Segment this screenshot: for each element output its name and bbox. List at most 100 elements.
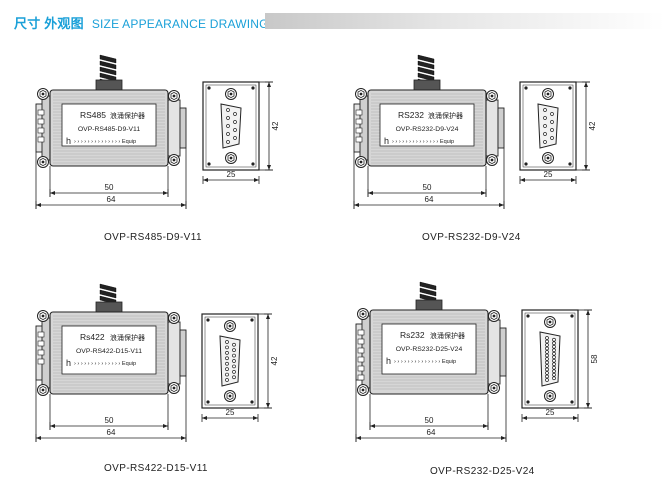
dimension-arrowhead bbox=[571, 178, 576, 182]
d-sub-pin bbox=[225, 367, 229, 371]
d-sub-pin bbox=[545, 339, 549, 344]
connector-corner-dot bbox=[251, 86, 255, 90]
right-connector-flange bbox=[485, 90, 505, 166]
dimension-arrowhead bbox=[520, 178, 525, 182]
d-sub-pin bbox=[552, 348, 556, 353]
flange-plate bbox=[487, 319, 501, 385]
dimension-arrowhead bbox=[501, 436, 506, 440]
d-sub-pin bbox=[552, 362, 556, 367]
dimension-arrowhead bbox=[266, 403, 270, 408]
d-sub-pin bbox=[552, 355, 556, 360]
d-sub-pin bbox=[543, 116, 547, 120]
connector-corner-dot bbox=[251, 162, 255, 166]
d-sub-pin bbox=[543, 124, 547, 128]
connector-screw bbox=[357, 384, 369, 396]
d-sub-pin bbox=[232, 353, 236, 358]
dimension-inner: 50 bbox=[369, 416, 489, 430]
flange-plate bbox=[167, 321, 181, 385]
label-arrow-text: › › › › › › › › › › › › › › Equip bbox=[74, 139, 136, 145]
d-sub-pin bbox=[225, 361, 229, 366]
d-sub-shell bbox=[537, 103, 559, 149]
label-cn: 浪涌保护器 bbox=[428, 111, 463, 120]
d-sub-pin bbox=[552, 372, 556, 377]
connector-screw bbox=[168, 312, 180, 324]
label-cn: 浪涌保护器 bbox=[430, 331, 465, 340]
connector-corner-dot bbox=[207, 86, 211, 90]
label-arrow-text: › › › › › › › › › › › › › › Equip bbox=[394, 359, 456, 365]
right-connector-flange bbox=[167, 312, 187, 394]
connector-frame-inner bbox=[204, 316, 256, 406]
d-sub-pin bbox=[226, 108, 230, 112]
screw-center bbox=[228, 324, 232, 328]
dimension-connector-width: 25 bbox=[201, 408, 259, 422]
connector-screw bbox=[224, 320, 236, 332]
dimension-arrowhead bbox=[354, 203, 359, 207]
d-sub-pin bbox=[545, 364, 549, 368]
flange-pin bbox=[37, 331, 45, 338]
dimension-arrowhead bbox=[481, 191, 486, 195]
flange-pin bbox=[357, 329, 365, 336]
label-model: OVP-RS485-D9-V11 bbox=[78, 126, 140, 133]
dimension-outer-label: 64 bbox=[427, 428, 436, 437]
dimension-outer: 64 bbox=[35, 195, 187, 209]
dimension-connector-height: 42 bbox=[265, 81, 280, 171]
screw-center bbox=[228, 394, 232, 398]
dimension-inner-label: 50 bbox=[425, 416, 434, 425]
label-model: OVP-RS232-D9-V24 bbox=[396, 126, 459, 133]
d-sub-pin bbox=[226, 132, 230, 136]
flange-plate bbox=[167, 99, 181, 157]
flange-pin bbox=[357, 365, 365, 372]
label-panel bbox=[379, 103, 475, 147]
dimension-arrowhead bbox=[181, 203, 186, 207]
d-sub-pin bbox=[545, 336, 549, 340]
connector-frame-inner bbox=[524, 312, 576, 406]
connector-corner-dot bbox=[570, 314, 574, 318]
d-sub-pin bbox=[545, 346, 549, 351]
dimension-arrowhead bbox=[36, 203, 41, 207]
d-sub-pin bbox=[545, 367, 549, 372]
dimension-arrowhead bbox=[370, 424, 375, 428]
connector-screw bbox=[488, 382, 500, 394]
connector-corner-dot bbox=[526, 400, 530, 404]
d-sub-pin bbox=[552, 337, 556, 342]
cable-icon bbox=[95, 283, 123, 317]
label-arrow-text: › › › › › › › › › › › › › › Equip bbox=[74, 361, 136, 367]
screw-center bbox=[548, 320, 552, 324]
cable-strand bbox=[99, 54, 117, 64]
dimension-outer: 64 bbox=[355, 428, 507, 442]
screw-center bbox=[548, 394, 552, 398]
dimension-inner: 50 bbox=[49, 183, 169, 197]
d-sub-pin bbox=[552, 376, 556, 381]
cable-strand bbox=[99, 289, 117, 299]
cable-strand bbox=[417, 54, 435, 64]
connector-screw bbox=[544, 316, 556, 328]
flange-shell bbox=[499, 327, 507, 377]
dimension-arrowhead bbox=[163, 424, 168, 428]
screw-center bbox=[41, 92, 45, 96]
connector-screw bbox=[168, 382, 180, 394]
d-sub-pin bbox=[552, 341, 556, 346]
connector-screw bbox=[224, 390, 236, 402]
connector-screw bbox=[486, 90, 498, 102]
label-model: OVP-RS422-D15-V11 bbox=[76, 348, 142, 355]
flange-pin bbox=[357, 356, 365, 363]
dimension-inner-label: 50 bbox=[423, 183, 432, 192]
connector-corner-dot bbox=[524, 86, 528, 90]
cable-strand bbox=[417, 60, 435, 70]
connector-corner-dot bbox=[568, 86, 572, 90]
connector-corner-dot bbox=[206, 318, 210, 322]
label-prefix: RS232 bbox=[398, 110, 424, 120]
dimension-arrowhead bbox=[181, 436, 186, 440]
dimension-connector-height-label: 58 bbox=[590, 354, 599, 363]
connector-frame-inner bbox=[205, 84, 257, 168]
d-sub-pin bbox=[233, 128, 237, 132]
d-sub-pin bbox=[550, 120, 554, 124]
header-title-cn: 尺寸 外观图 bbox=[14, 16, 84, 31]
dimension-connector-width: 25 bbox=[521, 408, 579, 422]
dimension-outer-label: 64 bbox=[107, 195, 116, 204]
d-sub-pin bbox=[545, 353, 549, 358]
cable-icon bbox=[415, 281, 443, 315]
connector-screw bbox=[357, 308, 369, 320]
d-sub-pin bbox=[550, 128, 554, 132]
